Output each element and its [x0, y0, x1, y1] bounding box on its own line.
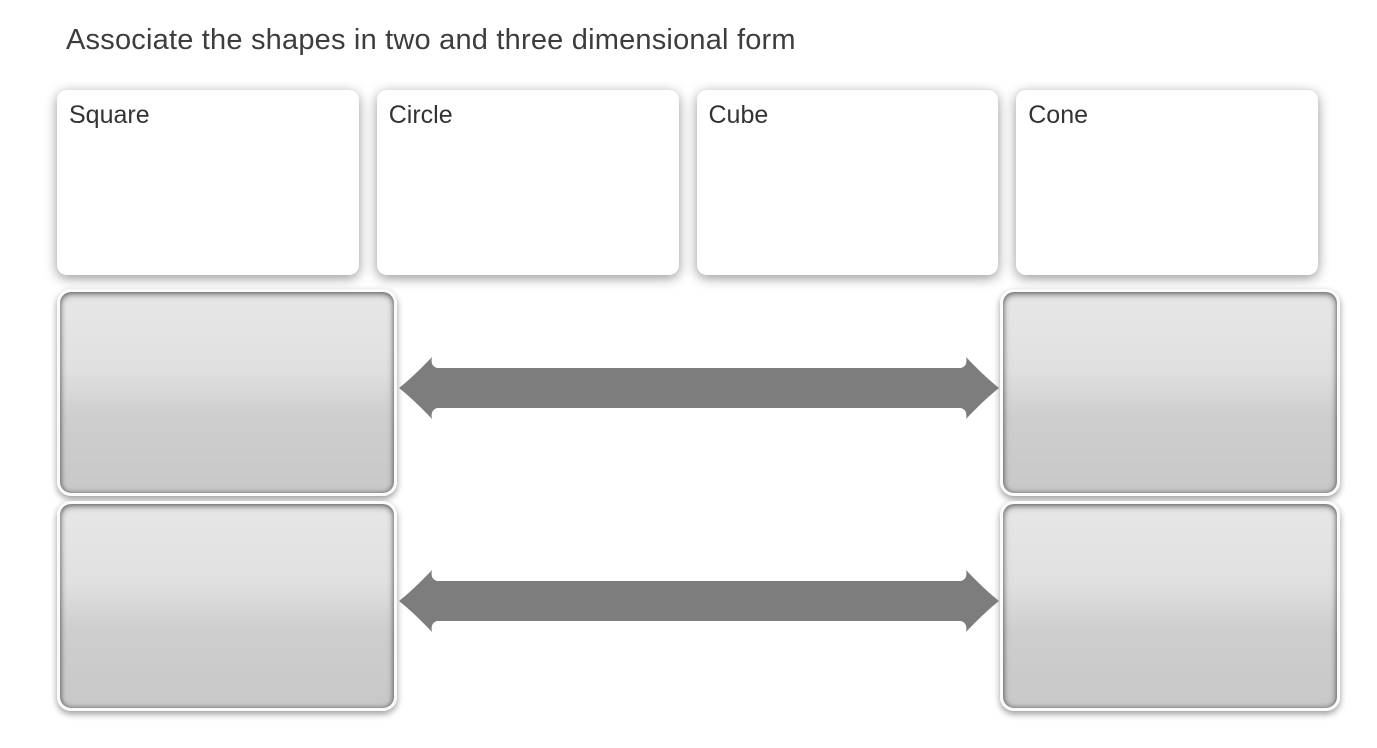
- term-card-label: Cube: [708, 101, 769, 129]
- term-card-label: Cone: [1028, 101, 1089, 129]
- word-bank: Square Circle Cube Cone: [57, 90, 1318, 275]
- drop-zone-row2-left[interactable]: [57, 501, 397, 711]
- drop-zone-row1-right[interactable]: [1000, 289, 1340, 496]
- drop-zone-row2-right[interactable]: [1000, 501, 1340, 711]
- term-card-label: Square: [69, 101, 150, 129]
- page-title: Associate the shapes in two and three di…: [66, 24, 796, 56]
- term-card-cube[interactable]: Cube: [696, 90, 999, 275]
- term-card-square[interactable]: Square: [57, 90, 359, 275]
- double-arrow-icon: [399, 357, 999, 419]
- term-card-circle[interactable]: Circle: [376, 90, 679, 275]
- double-arrow-icon: [399, 570, 999, 632]
- term-card-cone[interactable]: Cone: [1016, 90, 1318, 275]
- double-arrow-shape: [399, 570, 999, 632]
- double-arrow-shape: [399, 357, 999, 419]
- term-card-label: Circle: [388, 101, 453, 129]
- drop-zone-row1-left[interactable]: [57, 289, 397, 496]
